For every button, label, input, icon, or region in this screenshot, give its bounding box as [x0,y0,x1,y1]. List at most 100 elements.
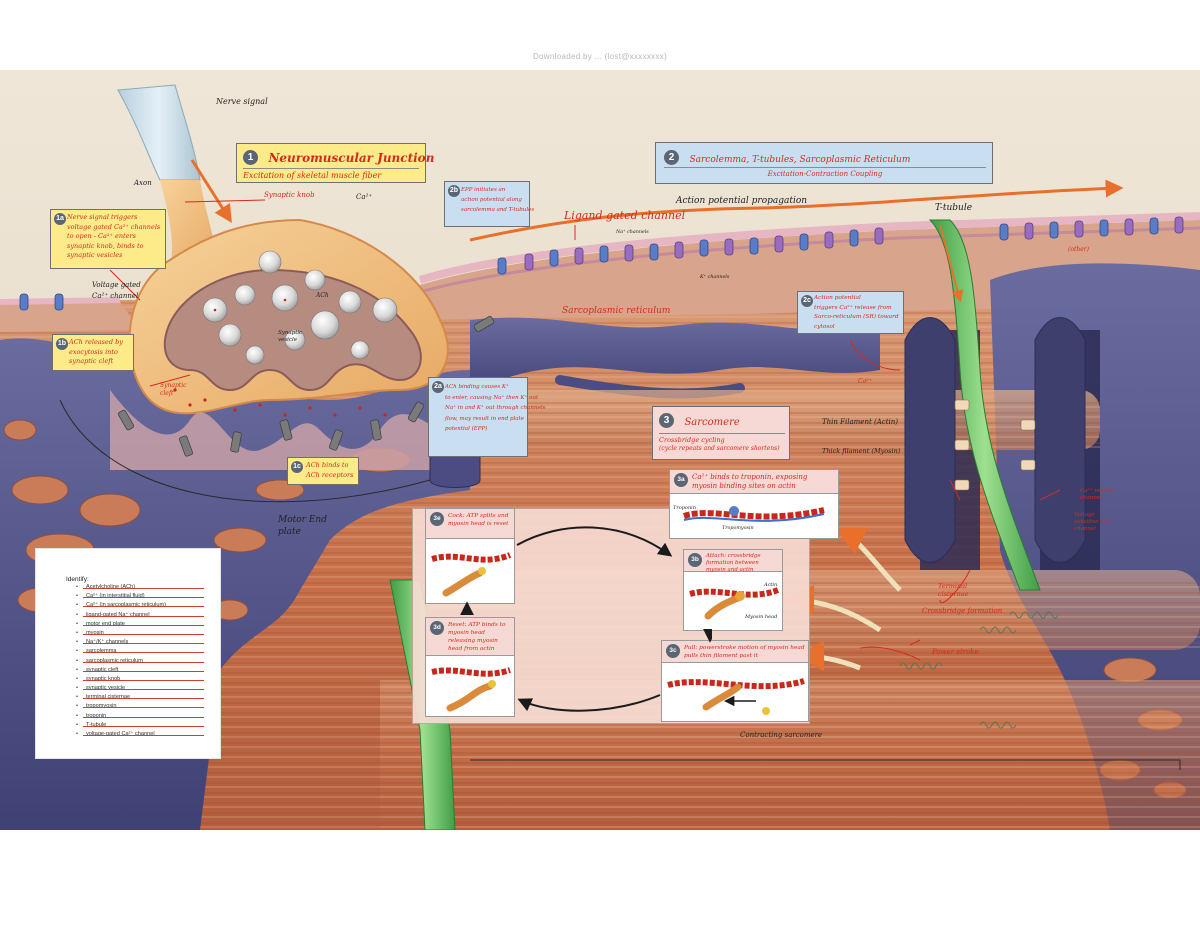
identify-item: sarcolemma [76,647,216,657]
identify-item: ligand-gated Na⁺ channel [76,611,216,620]
myosin-cock-illustration [431,552,512,597]
identify-title: Identify: [66,576,89,583]
voltage-gated-label-2: Ca²⁺ channel [92,292,139,300]
thick-filament-label: Thick filament (Myosin) [822,447,901,455]
box-2b: 2b EPP initiates an action potential alo… [444,181,534,227]
box-neuromuscular-junction: 1 Neuromuscular Junction Excitation of s… [236,143,434,183]
panel-text: Ca²⁺ binds to troponin, exposing myosin … [692,473,808,490]
power-stroke-label: Power stroke [932,648,979,656]
box-line: to open - Ca²⁺ enters [67,232,136,240]
synaptic-cleft-label: Synaptic cleft [160,382,187,397]
box-line: Na⁺ in and K⁺ out through channels [445,405,546,411]
box-line: ACh binding causes K⁺ [445,384,509,390]
panel-3e: 3e Cock: ATP splits and myosin head is r… [425,508,515,604]
sarcolemma-channels [19,216,1184,311]
identify-item: motor end plate [76,620,216,629]
nerve-signal-label: Nerve signal [216,97,268,106]
cycle-arrows [460,526,712,712]
box-subtitle: Excitation-Contraction Coupling [664,167,986,178]
crossbridge-formation-label: Crossbridge formation [922,607,1003,615]
sarcoplasmic-reticulum-label: Sarcoplasmic reticulum [562,306,671,316]
box-line: exocytosis into [69,347,118,356]
panel-label: 3a [674,473,688,487]
ca-release-channel-label: Ca²⁺ release channel [1080,488,1115,501]
box-1b: 1b ACh released by exocytosis into synap… [52,334,134,371]
axon-label: Axon [134,179,152,187]
panel-text: Reset: ATP binds to myosin head releasin… [448,622,506,652]
box-line: ACh binds to [306,461,349,469]
panel-text: Cock: ATP splits and myosin head is rese… [448,513,509,527]
box-number: 1 [243,150,258,166]
box-number: 1a [54,213,66,225]
box-line: EPP initiates an [461,187,506,193]
box-number: 1b [56,338,68,350]
contracting-sarcomere-label: Contracting sarcomere [740,731,823,739]
box-subtitle: Excitation of skeletal muscle fiber [243,168,419,180]
identify-item: synaptic vesicle [76,684,216,693]
box-line: voltage gated Ca²⁺ channels [67,222,161,231]
myosin-head-label: Myosin head [745,614,778,620]
identify-item: troponin [76,712,216,721]
box-sarcomere: 3 Sarcomere Crossbridge cycling (cycle r… [652,406,790,460]
box-line: Action potential [814,295,861,301]
synaptic-vesicle-label: Synaptic vesicle [278,330,303,343]
identify-item: Ca²⁺ (in sarcoplasmic reticulum) [76,601,216,611]
identify-item: Ca²⁺ (in interstitial fluid) [76,592,216,602]
box-number: 2a [432,381,444,393]
box-2a: 2a ACh binding causes K⁺ to enter, causi… [428,377,545,457]
identify-item: tropomyosin [76,702,216,712]
powerstroke-illustration [667,678,805,715]
identify-item: voltage-gated Ca²⁺ channel [76,730,216,739]
panel-3a: 3a Ca²⁺ binds to troponin, exposing myos… [669,469,839,539]
voltage-gated-label: Voltage gated [92,281,141,289]
box-number: 2 [664,150,679,166]
actin-myosin-illustration [683,506,825,522]
box-line: ACh released by [69,338,123,346]
box-line: flow, may result in end plate [445,415,524,422]
box-line: synaptic knob, binds to [67,241,144,250]
other-label: (other) [1068,246,1089,253]
identify-item: T-tubule [76,721,216,730]
box-1c: 1c ACh binds to ACh receptors [287,457,359,485]
box-title: Sarcomere [684,417,740,428]
ca-label: Ca²⁺ [356,193,373,201]
synaptic-vesicles [202,250,398,365]
identify-item: myosin [76,629,216,638]
box-line: synaptic cleft [69,357,114,365]
box-line: triggers Ca²⁺ release from [814,304,892,311]
identify-item: Acetylcholine (ACh) [76,583,216,592]
box-2c: 2c Action potential triggers Ca²⁺ releas… [797,291,904,334]
document-header: Downloaded by ... (lost@xxxxxxxx) [532,52,668,61]
k-channels-label: K⁺ channels [700,275,730,280]
box-1a: 1a Nerve signal triggers voltage gated C… [50,209,166,269]
box-line: action potential along [461,197,522,203]
box-subtitle: Crossbridge cycling [659,433,785,444]
box-excitation-contraction: 2 Sarcolemma, T-tubules, Sarcoplasmic Re… [655,142,993,184]
panel-3b: 3b Attach: crossbridge formation between… [683,549,783,631]
box-title: Neuromuscular Junction [268,151,435,165]
triad-structures [904,317,1086,563]
panel-3c: 3c Pull: powerstroke motion of myosin he… [661,640,809,722]
panel-label: 3b [688,553,702,567]
panel-text: Pull: powerstroke motion of myosin head … [684,645,805,659]
identify-list-panel: Identify: Acetylcholine (ACh) Ca²⁺ (in i… [36,549,220,758]
page-margin [0,830,1200,927]
voltage-sensor-label: Voltage sensitive Ca²⁺ channel [1074,512,1113,532]
identify-item: sarcoplasmic reticulum [76,657,216,666]
panel-label: 3d [430,621,444,635]
box-number: 2b [448,185,460,197]
panel-label: 3e [430,512,444,526]
terminal-cisternae-label: Terminal cisternae [938,582,969,598]
myosin-release-illustration [431,667,511,712]
box-line: cytosol [814,323,835,330]
synaptic-knob-label: Synaptic knob [264,191,315,199]
ach-label: ACh [316,292,329,299]
box-number: 2c [801,295,813,307]
box-line: to enter, causing Na⁺ then K⁺ out [445,394,539,401]
box-number: 1c [291,461,303,473]
t-tubule-label: T-tubule [935,203,973,213]
motor-end-plate-label: Motor End plate [278,515,327,537]
ligand-gated-label: Ligand gated channel [564,209,686,222]
box-line: synaptic vesicles [67,251,123,259]
panel-label: 3c [666,644,680,658]
